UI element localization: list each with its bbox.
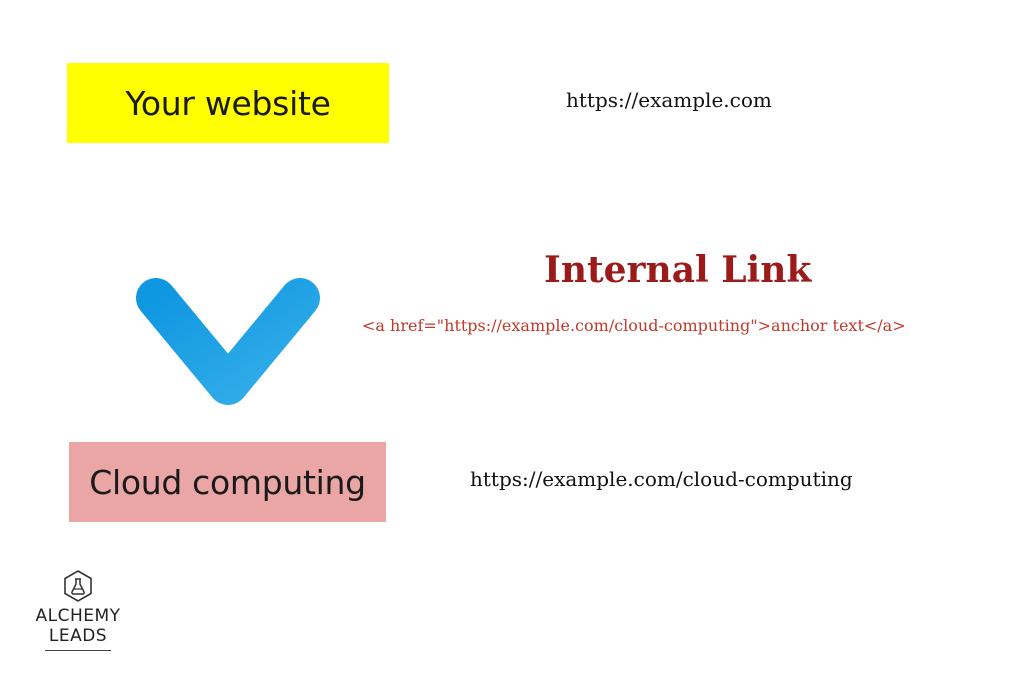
target-url: https://example.com/cloud-computing [470,467,853,491]
logo-line-1: ALCHEMY [35,606,121,626]
internal-link-title: Internal Link [544,249,812,291]
html-anchor-snippet: <a href="https://example.com/cloud-compu… [362,316,906,335]
flask-hexagon-icon [64,570,92,602]
arrow-shape [136,176,320,405]
alchemy-leads-logo: ALCHEMY LEADS [28,570,128,651]
logo-line-2: LEADS [48,626,108,646]
logo-underline [45,650,111,651]
your-website-label: Your website [125,83,331,123]
cloud-computing-box: Cloud computing [69,442,386,522]
arrow-down-icon [136,176,320,405]
source-url: https://example.com [566,88,772,112]
cloud-computing-label: Cloud computing [89,462,366,502]
your-website-box: Your website [67,63,389,143]
